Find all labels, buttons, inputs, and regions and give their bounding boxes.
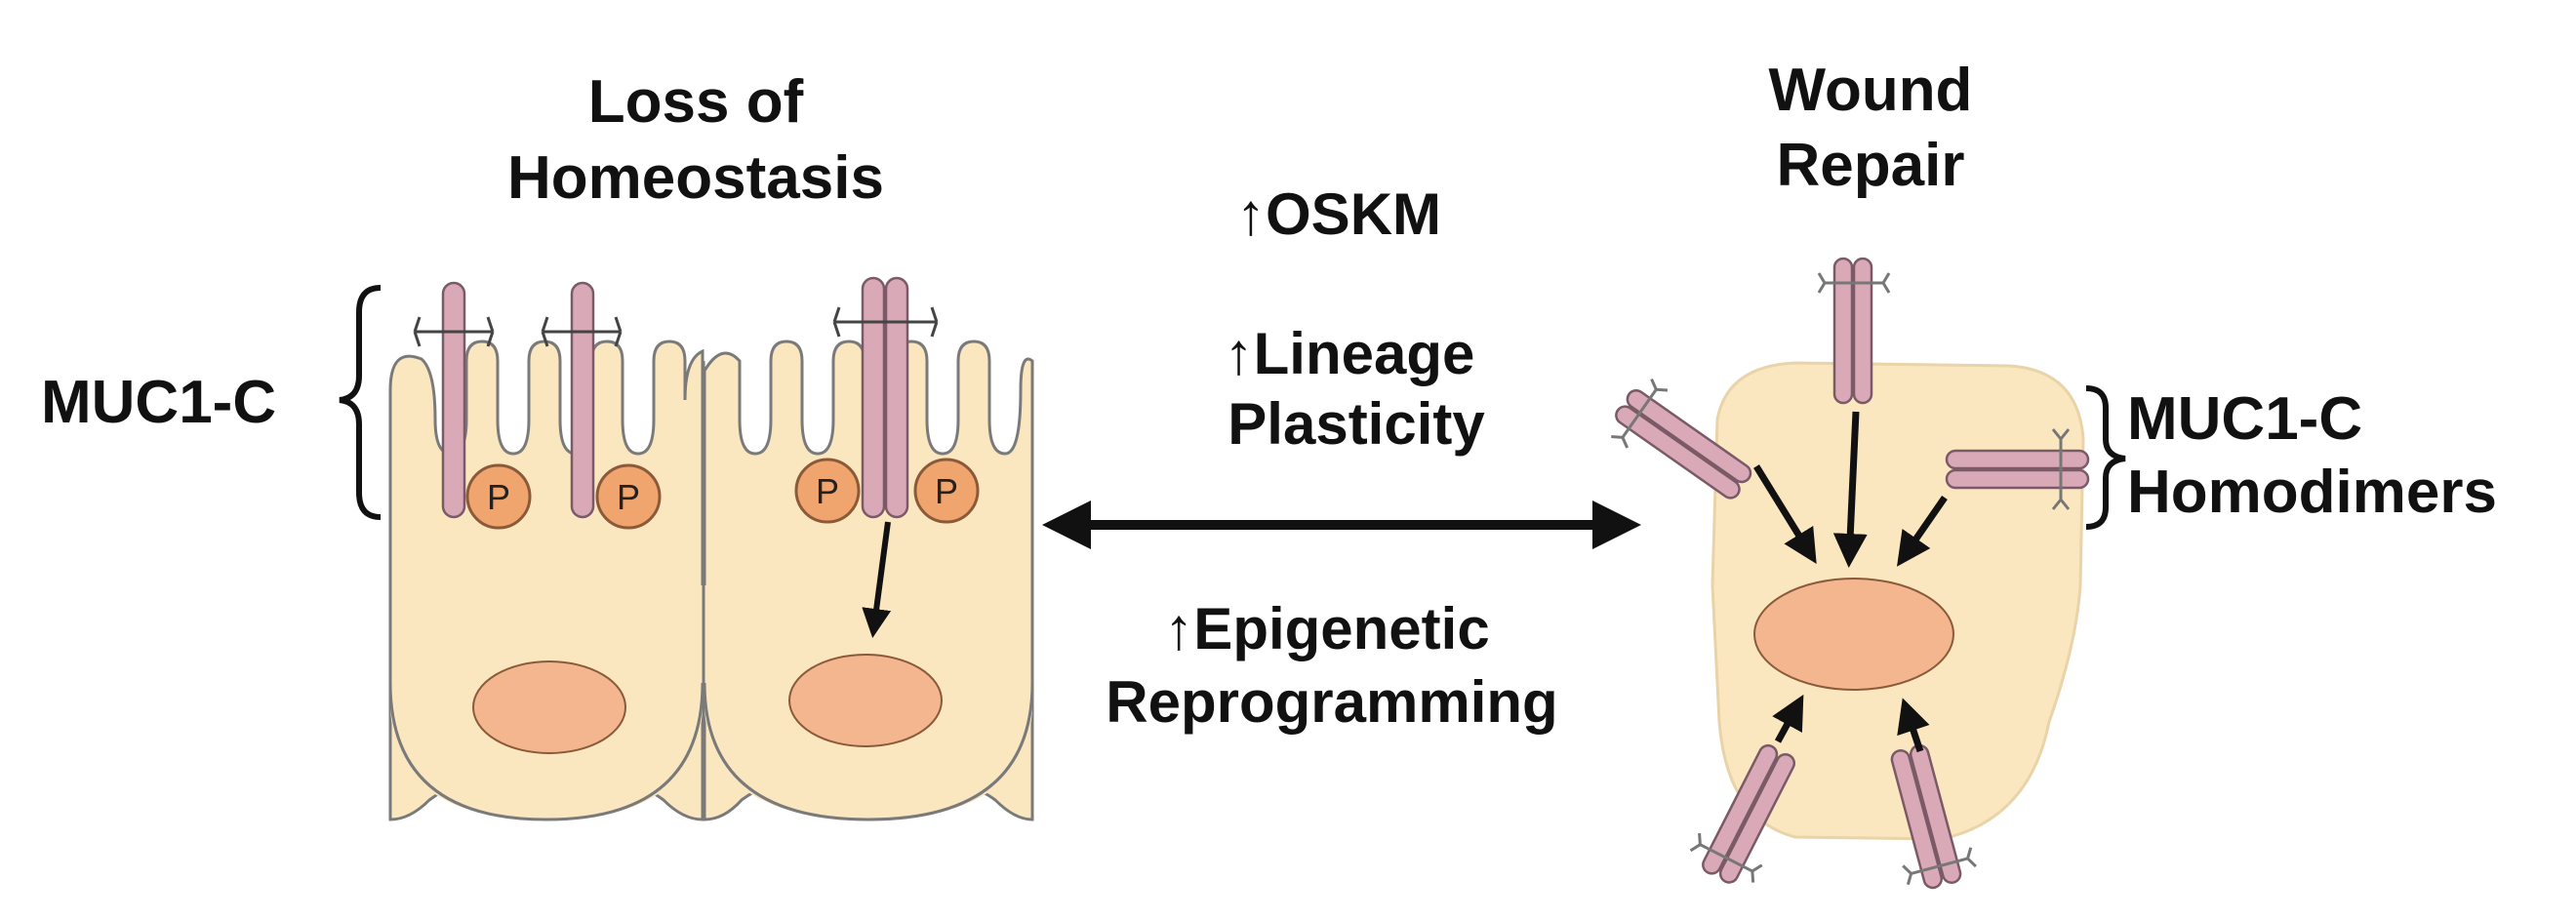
dimer-top [1817, 257, 1891, 405]
dimer-left [1611, 378, 1752, 500]
arrow-bottom-right [1897, 698, 1930, 753]
right-title-line2: Repair [1777, 132, 1965, 199]
dimer-right [1945, 428, 2090, 510]
arrow-top [1832, 411, 1868, 568]
phospho-2: P [595, 463, 662, 530]
svg-text:P: P [935, 471, 958, 511]
svg-text:P: P [816, 471, 839, 511]
right-panel: MUC1-C Homodimers Wound Repair [1611, 57, 2497, 890]
dimer-bottom-left [1689, 743, 1796, 884]
left-panel: P P P P MUC1-C Loss of Homeostasis [41, 68, 1034, 821]
muc1c-bracket [339, 285, 382, 520]
muc1c-dimer-cell [832, 276, 939, 519]
phospho-1: P [465, 463, 532, 530]
muc1c-monomer-2 [541, 281, 623, 519]
nucleus-wound-cell [1753, 578, 1954, 691]
center-panel: ↑OSKM ↑Lineage Plasticity ↑Epigenetic Re… [1042, 181, 1641, 735]
svg-text:P: P [487, 477, 510, 517]
arrow-right [1897, 496, 1948, 567]
muc1c-monomer-1 [413, 281, 495, 519]
left-title-line1: Loss of [588, 68, 804, 136]
center-epigenetic-line1: ↑Epigenetic [1164, 596, 1489, 661]
center-oskm: ↑OSKM [1236, 181, 1441, 247]
nuclear-translocation-arrow [862, 521, 892, 638]
muc1c-label-right-line1: MUC1-C [2127, 385, 2362, 453]
svg-text:P: P [617, 477, 640, 517]
arrow-bottom-left [1772, 694, 1804, 743]
center-epigenetic-line2: Reprogramming [1106, 669, 1557, 735]
right-title-line1: Wound [1769, 57, 1973, 124]
nucleus-cell-right [788, 654, 943, 747]
muc1c-label-right-line2: Homodimers [2127, 459, 2497, 526]
muc1c-label-left: MUC1-C [41, 369, 276, 436]
nucleus-cell-left [472, 660, 626, 754]
homodimer-bracket [2085, 385, 2126, 530]
arrow-left [1753, 464, 1817, 564]
center-lineage-line2: Plasticity [1228, 391, 1485, 457]
center-lineage-line1: ↑Lineage [1225, 321, 1475, 386]
left-title-line2: Homeostasis [507, 144, 884, 212]
phospho-4: P [913, 458, 980, 524]
phospho-3: P [794, 458, 861, 524]
